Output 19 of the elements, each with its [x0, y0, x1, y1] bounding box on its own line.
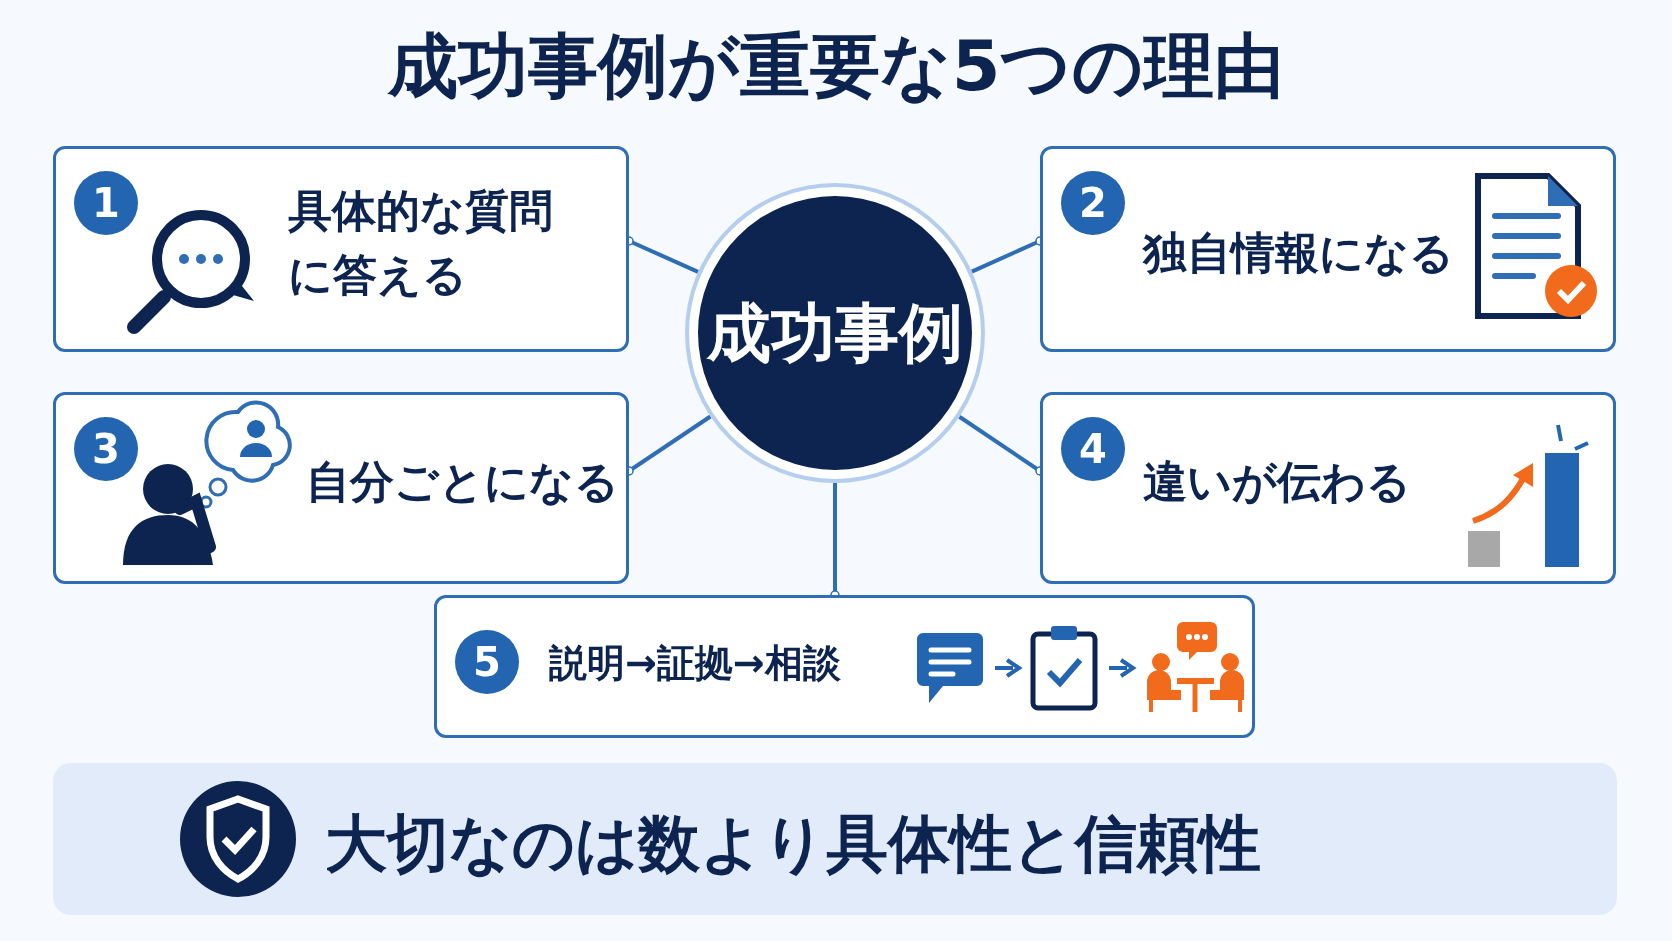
summary-text: 大切なのは数より具体性と信頼性 [325, 806, 1261, 882]
reason-card [1040, 392, 1616, 584]
reason-text: 違いが伝わる [1143, 455, 1411, 509]
reason-card [434, 595, 1255, 738]
reason-text: 自分ごとになる [306, 455, 619, 509]
title: 成功事例が重要な5つの理由 [386, 28, 1286, 105]
reason-text: 説明→証拠→相談 [549, 640, 841, 687]
reason-card [1040, 146, 1616, 352]
reason-card [53, 146, 629, 352]
number-badge: 3 [74, 417, 138, 481]
number-badge: 1 [74, 171, 138, 235]
number-badge: 4 [1061, 417, 1125, 481]
hub-label: 成功事例 [707, 294, 963, 372]
reason-text: 具体的な質問に答える [288, 184, 554, 302]
reason-text: 独自情報になる [1143, 226, 1454, 280]
number-badge: 5 [455, 630, 519, 694]
number-badge: 2 [1061, 171, 1125, 235]
summary-banner [53, 763, 1617, 915]
reason-card [53, 392, 629, 584]
